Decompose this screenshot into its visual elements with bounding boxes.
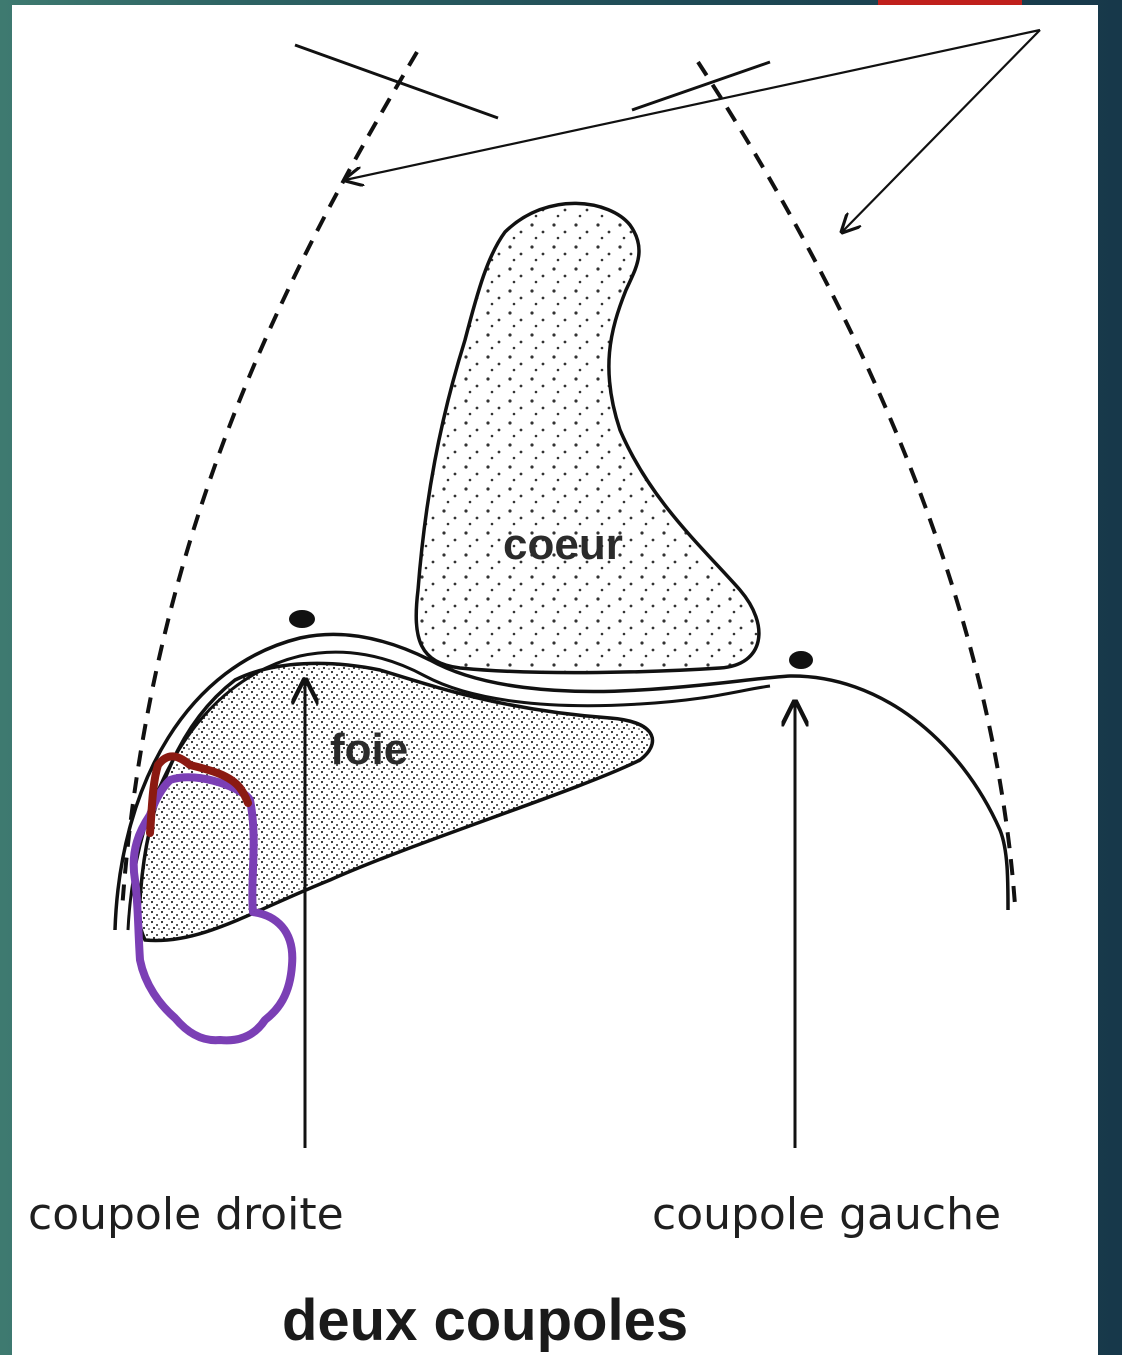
coupole-gauche-label: coupole gauche — [652, 1193, 1001, 1237]
heart-shape — [416, 203, 759, 672]
coupole-droite-label: coupole droite — [28, 1193, 344, 1237]
diagram-title: deux coupoles — [282, 1292, 688, 1350]
arrow-to-left-ribcage — [842, 30, 1040, 232]
liver-label: foie — [330, 728, 408, 772]
left-ribcage-outline — [698, 62, 1015, 905]
left-dome-dot — [789, 651, 813, 669]
heart-label: coeur — [503, 523, 623, 567]
top-cross-line-right — [295, 45, 498, 118]
arrow-to-right-ribcage — [345, 30, 1040, 180]
right-dome-dot — [289, 610, 315, 628]
